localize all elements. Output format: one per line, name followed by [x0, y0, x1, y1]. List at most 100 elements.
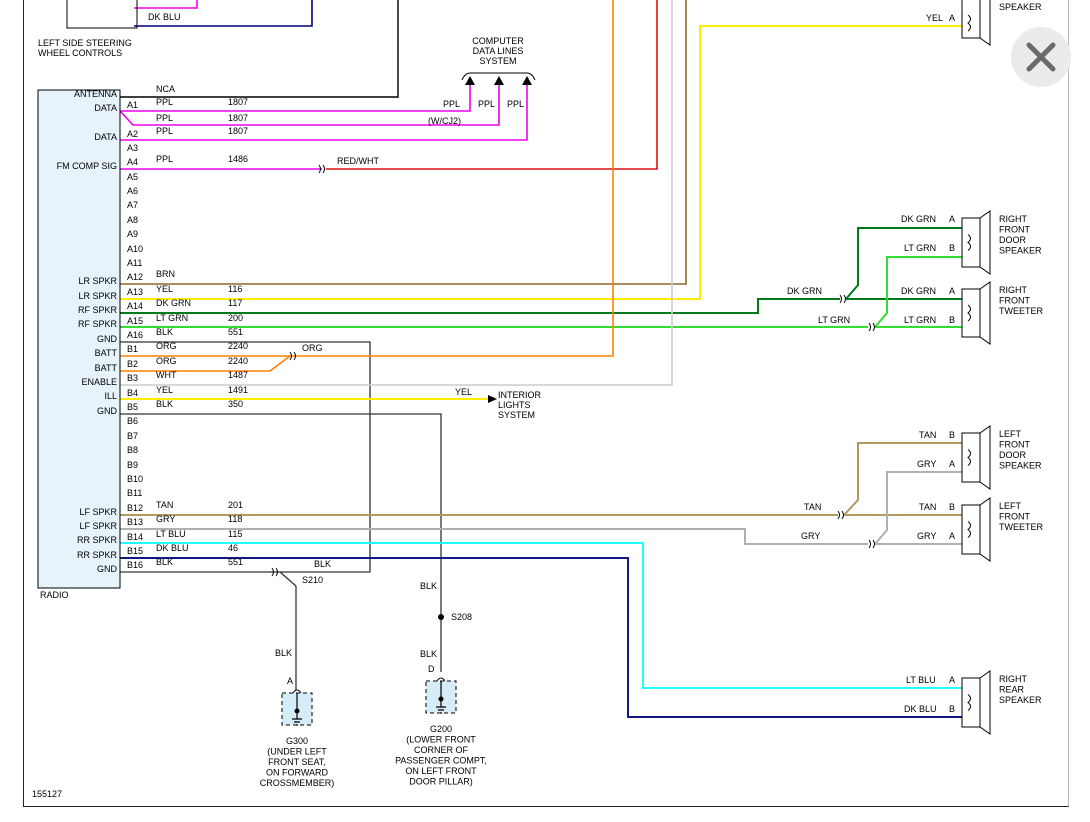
- g300-ground-label-3: ON FORWARD: [266, 768, 328, 778]
- rf-tweeter-speaker-name-1: FRONT: [999, 296, 1030, 306]
- wire-layer: [119, 0, 962, 718]
- pin-color-b4: YEL: [156, 385, 173, 395]
- s208-label: S208: [451, 612, 472, 622]
- data-bracket: [461, 72, 536, 81]
- g300-ground-dot: [294, 708, 300, 714]
- g300-ground-symbol: [292, 693, 302, 726]
- gnd-loop-wire: [120, 341, 371, 573]
- gry-mid-label: GRY: [801, 531, 820, 541]
- lf-tweeter-speaker-name-2: TWEETER: [999, 522, 1043, 532]
- radio-terminal-label-18: GND: [97, 564, 118, 574]
- lf-tweeter-speaker-wire-label-3: A: [949, 531, 955, 541]
- pin-a11: A11: [127, 258, 142, 268]
- lf-door-speaker-name-0: LEFT: [999, 429, 1022, 439]
- g200-ground-terminal: [436, 677, 446, 682]
- text-layer: LEFT SIDE STEERING WHEEL CONTROLS DK BLU…: [32, 2, 1043, 799]
- lf-tweeter-speaker-wire-label-1: B: [949, 502, 955, 512]
- blk-s208-label: BLK: [420, 581, 437, 591]
- rf-tweeter-speaker-wire-label-0: DK GRN: [901, 286, 936, 296]
- pin-circuit-b12: 201: [228, 500, 243, 510]
- steering-ppl-wire: [134, 0, 198, 9]
- pin-b11: B11: [127, 488, 142, 498]
- steering-title-2: WHEEL CONTROLS: [38, 48, 122, 58]
- ltgrn-mid-label: LT GRN: [818, 315, 850, 325]
- lf-door-gry-wire: [874, 471, 962, 545]
- g200-ground-label-5: DOOR PILLAR): [409, 777, 473, 787]
- radio-terminal-label-7: RF SPKR: [78, 319, 118, 329]
- pin-b5: B5: [127, 402, 138, 412]
- close-button[interactable]: [1011, 27, 1071, 87]
- dkgrn-mid-label: DK GRN: [787, 286, 822, 296]
- redwht-connector-b: [322, 164, 325, 174]
- a1-extra-circuit: 1807: [228, 113, 248, 123]
- radio-terminal-label-3: FM COMP SIG: [57, 161, 117, 171]
- lf-tweeter-speaker: [961, 497, 991, 562]
- pin-a12: A12: [127, 272, 143, 282]
- rf-door-speaker-name-3: SPEAKER: [999, 246, 1042, 256]
- top-speaker-cone: [967, 0, 991, 46]
- a1-extra-color: PPL: [156, 113, 173, 123]
- antenna-wire: [120, 0, 399, 98]
- pin-color-b5: BLK: [156, 399, 173, 409]
- radio-box: [37, 89, 121, 589]
- g300-ground-label-0: G300: [286, 736, 308, 746]
- g200-ground-label-1: (LOWER FRONT: [406, 735, 476, 745]
- rr-speaker: [961, 670, 991, 735]
- dkgrn-connector-a: [839, 294, 842, 304]
- lf-door-speaker-wire-label-2: GRY: [917, 459, 936, 469]
- s210-link: [279, 571, 297, 587]
- component-layer: [37, 0, 138, 589]
- rf-door-speaker-name-1: FRONT: [999, 225, 1030, 235]
- grounds-layer: [281, 677, 457, 726]
- connector-layer: [271, 72, 875, 620]
- g200-ground-dot: [438, 696, 444, 702]
- g200-ground-label-0: G200: [430, 724, 452, 734]
- g300-ground-label-4: CROSSMEMBER): [260, 778, 335, 788]
- pin-circuit-a14: 117: [228, 298, 242, 308]
- rf-tweeter-speaker-name-0: RIGHT: [999, 285, 1028, 295]
- top-speaker-yel-label: YEL: [926, 13, 943, 23]
- pin-a1: A1: [127, 100, 138, 110]
- rr-speaker-name-1: REAR: [999, 685, 1025, 695]
- s208-dot: [438, 614, 444, 620]
- gry-connector-b: [872, 539, 875, 549]
- pin-color-b2: ORG: [156, 356, 177, 366]
- diagram-frame: [23, 0, 1069, 807]
- pin-a9: A9: [127, 229, 138, 239]
- computer-data-3: SYSTEM: [479, 56, 516, 66]
- pin-a4: A4: [127, 157, 138, 167]
- g300-ground-label-2: FRONT SEAT,: [268, 757, 326, 767]
- fm-comp-red-wire: [326, 0, 658, 170]
- lf-tweeter-speaker-wire-label-0: TAN: [919, 502, 936, 512]
- pin-a16: A16: [127, 330, 143, 340]
- tan-mid-label: TAN: [804, 502, 821, 512]
- pin-circuit-b1: 2240: [228, 341, 248, 351]
- rf-door-speaker-cone: [967, 210, 991, 275]
- pin-color-b16: BLK: [156, 557, 173, 567]
- pin-circuit-b5: 350: [228, 399, 243, 409]
- data-arrow-2: [522, 76, 532, 85]
- interior-lights-2: LIGHTS: [498, 400, 531, 410]
- interior-lights-1: INTERIOR: [498, 390, 542, 400]
- diagram-id: 155127: [32, 789, 62, 799]
- pin-b13: B13: [127, 517, 143, 527]
- rf-tweeter-speaker-name-2: TWEETER: [999, 306, 1043, 316]
- tan-connector-b: [841, 510, 844, 520]
- antenna-label: NCA: [156, 84, 175, 94]
- pin-a13: A13: [127, 287, 143, 297]
- steering-title-1: LEFT SIDE STEERING: [38, 38, 132, 48]
- rf-tweeter-speaker-wire-label-1: A: [949, 286, 955, 296]
- org-label: ORG: [302, 343, 323, 353]
- pin-b9: B9: [127, 460, 138, 470]
- radio-name: RADIO: [40, 590, 69, 600]
- radio-terminal-label-16: RR SPKR: [77, 535, 118, 545]
- rf-door-speaker-wire-label-3: B: [949, 243, 955, 253]
- rf-door-speaker-wire-label-0: DK GRN: [901, 214, 936, 224]
- radio-terminal-label-6: RF SPKR: [78, 305, 118, 315]
- rf-door-speaker: [961, 210, 991, 275]
- tan-connector-a: [837, 510, 840, 520]
- data-ppl-wire-1: [120, 78, 471, 112]
- radio-terminal-label-12: ILL: [104, 391, 117, 401]
- org-connector-a: [289, 351, 292, 361]
- pin-color-a4: PPL: [156, 154, 173, 164]
